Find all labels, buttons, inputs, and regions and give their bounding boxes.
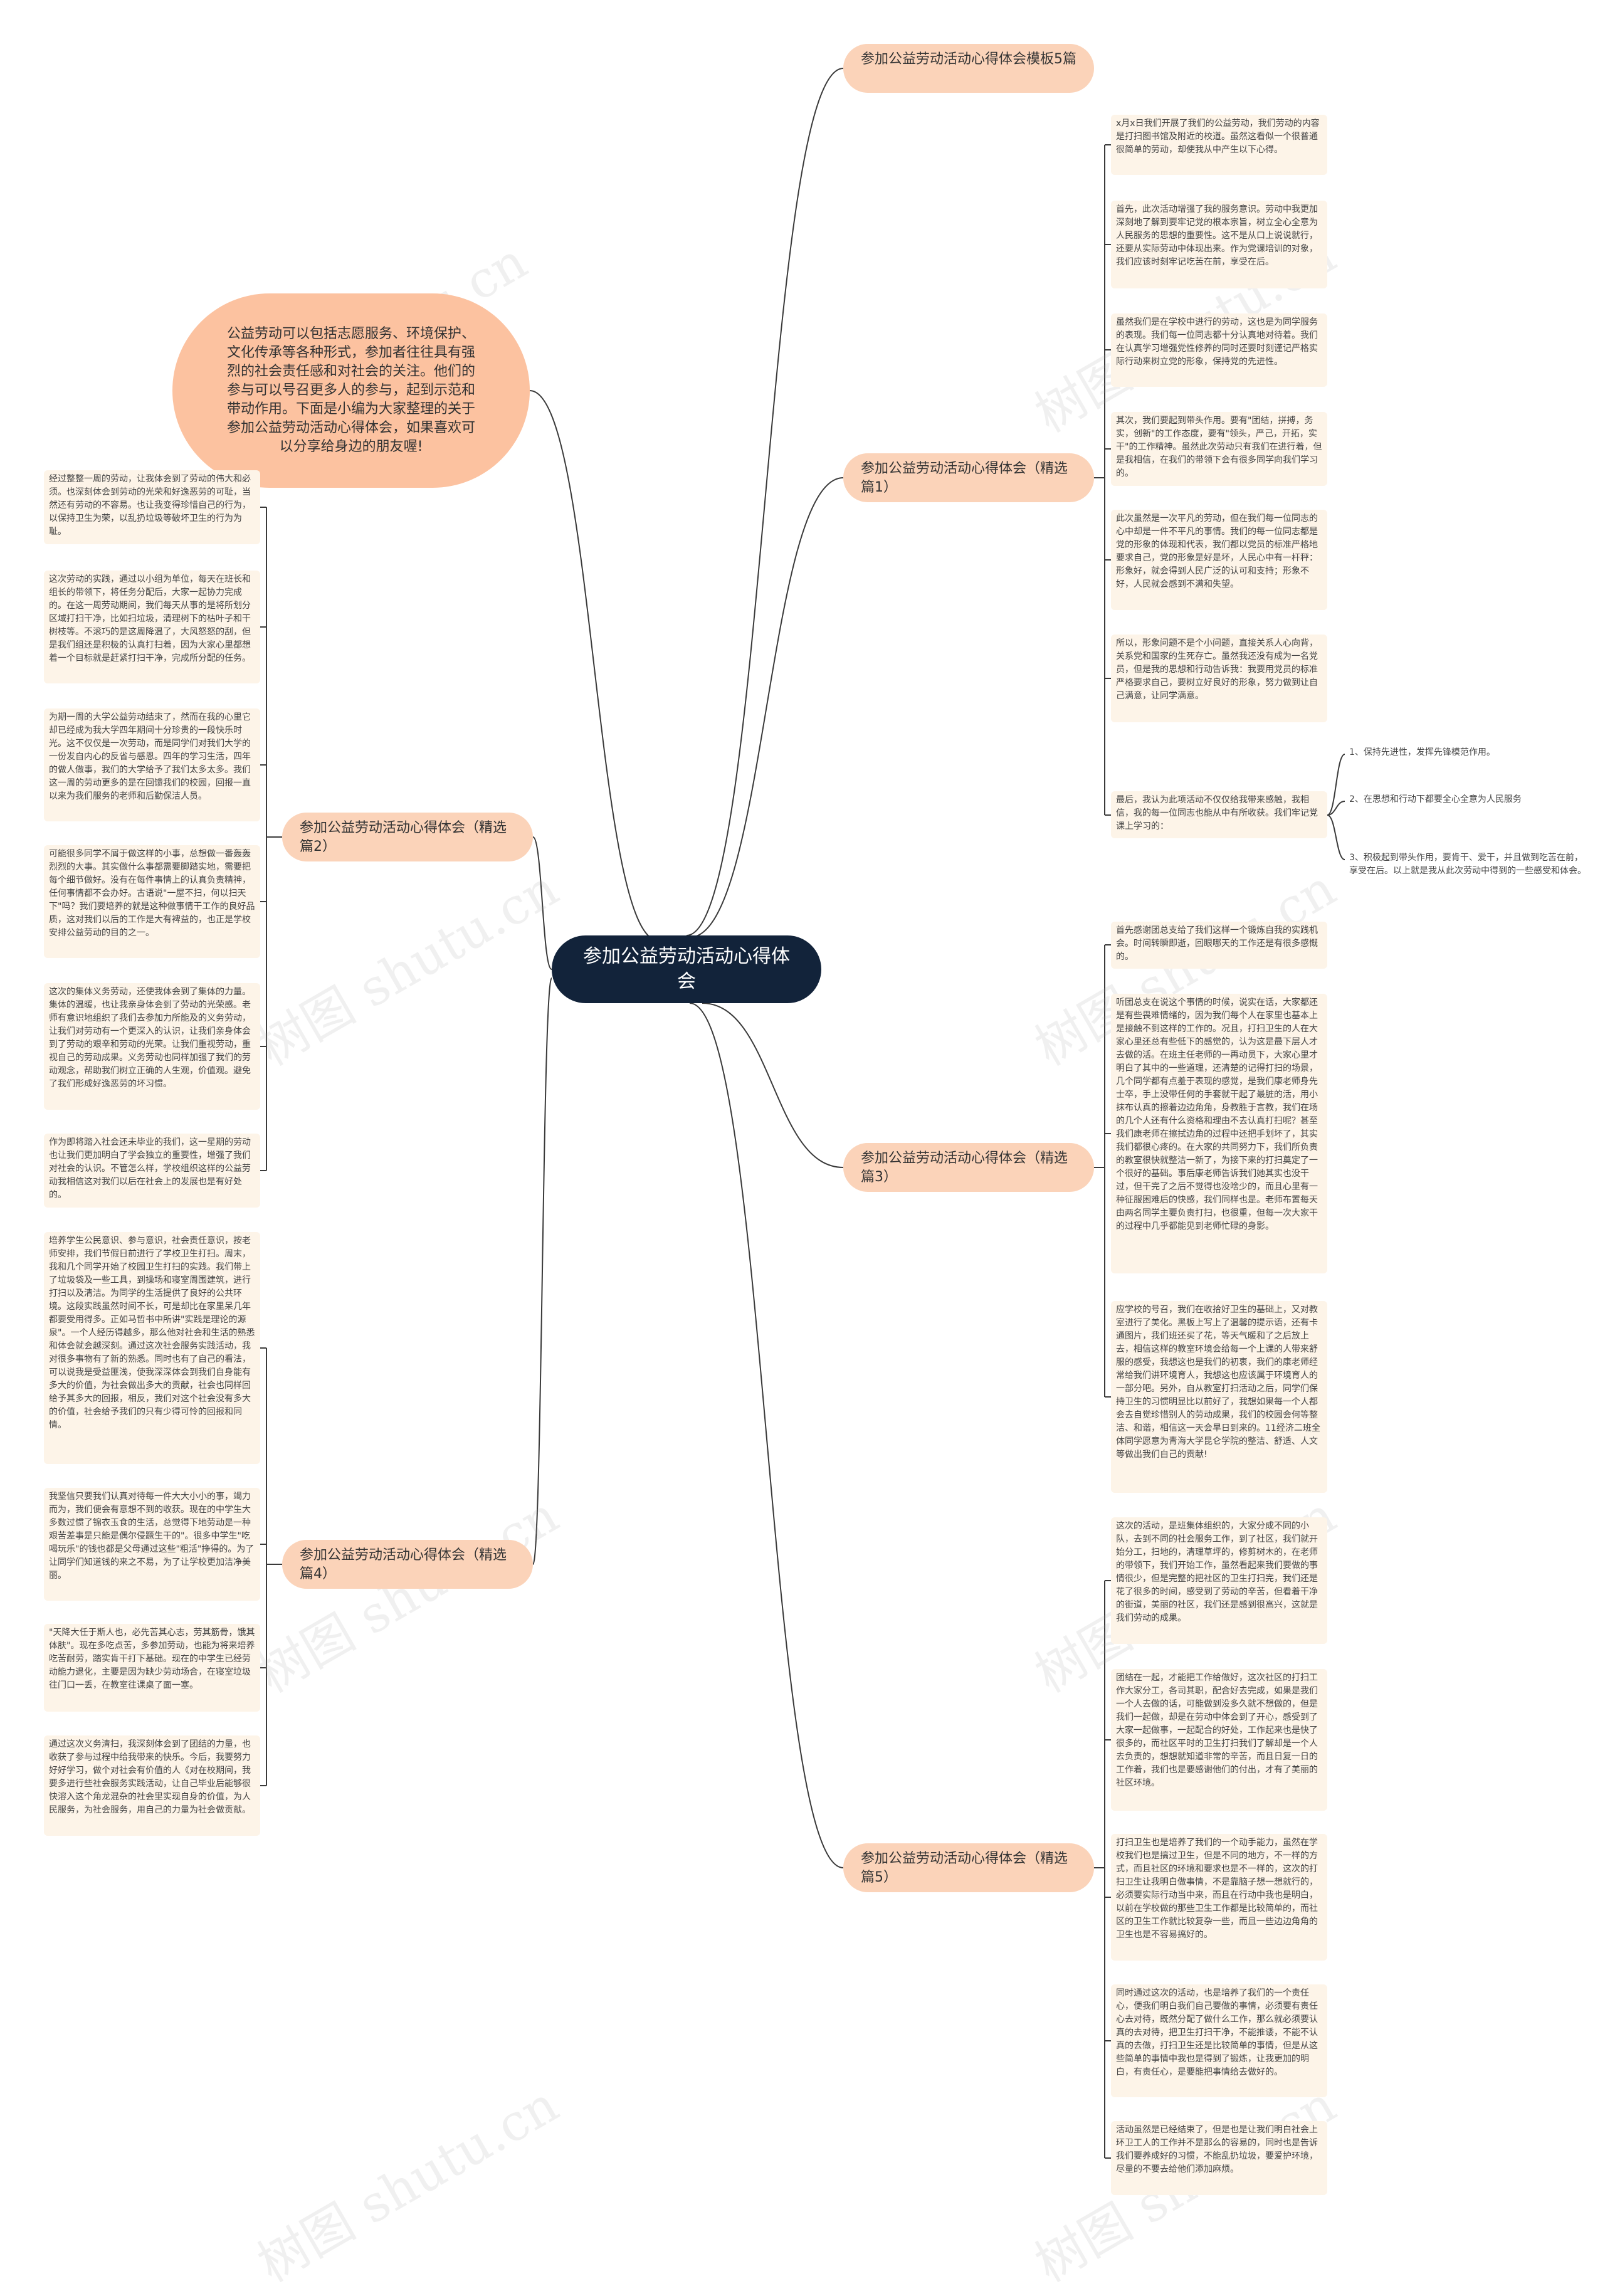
branch-part-5[interactable]: 参加公益劳动活动心得体会（精选篇5）: [843, 1843, 1094, 1892]
intro-node[interactable]: 公益劳动可以包括志愿服务、环境保护、文化传承等各种形式，参加者往往具有强烈的社会…: [172, 293, 530, 488]
branch-part-3[interactable]: 参加公益劳动活动心得体会（精选篇3）: [843, 1143, 1094, 1192]
branch-part-1[interactable]: 参加公益劳动活动心得体会（精选篇1）: [843, 453, 1094, 502]
connector: [1327, 754, 1345, 816]
list-item: 团结在一起，才能把工作给做好，这次社区的打扫工作大家分工，各司其职，配合好去完成…: [1111, 1669, 1327, 1811]
branch-part-4[interactable]: 参加公益劳动活动心得体会（精选篇4）: [282, 1540, 533, 1589]
connector: [689, 1003, 844, 1868]
sub-item: 3、积极起到带头作用，要肯干、爱干，并且做到吃苦在前，享受在后。以上就是我从此次…: [1349, 853, 1586, 876]
connector: [532, 836, 552, 970]
list-item: 最后，我认为此项活动不仅仅给我带来感触，我相信，我的每一位同志也能从中有所收获。…: [1111, 791, 1327, 838]
branch-part-2[interactable]: 参加公益劳动活动心得体会（精选篇2）: [282, 813, 533, 861]
list-item: 打扫卫生也是培养了我们的一个动手能力，虽然在学校我们也是搞过卫生，但是不同的地方…: [1111, 1834, 1327, 1961]
connector-lines: [260, 68, 1345, 2159]
list-item: 作为即将踏入社会还未毕业的我们，这一星期的劳动也让我们更加明白了学会独立的重要性…: [44, 1134, 260, 1208]
list-item: 首先感谢团总支给了我们这样一个锻炼自我的实践机会。时间转瞬即逝，回眼哪天的工作还…: [1111, 922, 1327, 969]
list-item: 经过整整一周的劳动，让我体会到了劳动的伟大和必须。也深刻体会到劳动的光荣和好逸恶…: [44, 470, 260, 544]
list-item: 同时通过这次的活动，也是培养了我们的一个责任心，便我们明白我们自己要做的事情，必…: [1111, 1984, 1327, 2097]
list-item: 这次劳动的实践，通过以小组为单位，每天在班长和组长的带领下，将任务分配后，大家一…: [44, 571, 260, 683]
list-item: 为期一周的大学公益劳动结束了，然而在我的心里它却已经成为我大学四年期间十分珍贵的…: [44, 708, 260, 821]
list-item: 我坚信只要我们认真对待每一件大大小小的事，竭力而为，我们便会有意想不到的收获。现…: [44, 1488, 260, 1601]
sub-item: 1、保持先进性，发挥先锋模范作用。: [1349, 747, 1495, 757]
list-item: 这次的活动，是班集体组织的，大家分成不同的小队，去到不同的社会服务工作，到了社区…: [1111, 1517, 1327, 1644]
list-item: "天降大任于斯人也，必先苦其心志，劳其筋骨，饿其体肤"。现在多吃点苦，多参加劳动…: [44, 1624, 260, 1712]
list-item: 培养学生公民意识、参与意识，社会责任意识，按老师安排，我们节假日前进行了学校卫生…: [44, 1232, 260, 1464]
list-item: 通过这次义务清扫，我深刻体会到了团结的力量，也收获了参与过程中给我带来的快乐。今…: [44, 1735, 260, 1836]
sub-item: 2、在思想和行动下都要全心全意为人民服务: [1349, 794, 1522, 804]
list-item: 首先，此次活动增强了我的服务意识。劳动中我更加深刻地了解到要牢记党的根本宗旨，树…: [1111, 201, 1327, 288]
branch-template[interactable]: 参加公益劳动活动心得体会模板5篇: [843, 44, 1094, 93]
connector: [532, 977, 552, 1565]
connector: [689, 477, 844, 938]
connector: [1327, 814, 1345, 860]
connector: [702, 1003, 844, 1168]
list-item: 此次虽然是一次平凡的劳动，但在我们每一位同志的心中却是一件不平凡的事情。我们的每…: [1111, 510, 1327, 610]
list-item: 活动虽然是已经结束了，但是也是让我们明白社会上环卫工人的工作并不是那么的容易的，…: [1111, 2121, 1327, 2195]
list-item: 听团总支在说这个事情的时候，说实在话，大家都还是有些畏难情绪的，因为我们每个人在…: [1111, 994, 1327, 1273]
list-item: 可能很多同学不屑于做这样的小事，总想做一番轰轰烈烈的大事。其实做什么事都需要脚踏…: [44, 845, 260, 958]
connector: [686, 68, 844, 936]
list-item: 应学校的号召，我们在收拾好卫生的基础上，又对教室进行了美化。黑板上写上了温馨的提…: [1111, 1301, 1327, 1493]
connector: [529, 390, 659, 941]
list-item: 其次，我们要起到带头作用。要有"团结，拼搏，务实，创新"的工作态度，要有"领头，…: [1111, 412, 1327, 486]
list-item: x月x日我们开展了我们的公益劳动，我们劳动的内容是打扫图书馆及附近的校道。虽然这…: [1111, 115, 1327, 175]
central-topic[interactable]: 参加公益劳动活动心得体会: [552, 935, 821, 1003]
list-item: 这次的集体义务劳动，还使我体会到了集体的力量。集体的温暖，也让我亲身体会到了劳动…: [44, 983, 260, 1110]
connector: [1327, 801, 1345, 816]
list-item: 虽然我们是在学校中进行的劳动，这也是为同学服务的表现。我们每一位同志都十分认真地…: [1111, 313, 1327, 387]
list-item: 所以，形象问题不是个小问题，直接关系人心向背，关系党和国家的生死存亡。虽然我还没…: [1111, 635, 1327, 722]
